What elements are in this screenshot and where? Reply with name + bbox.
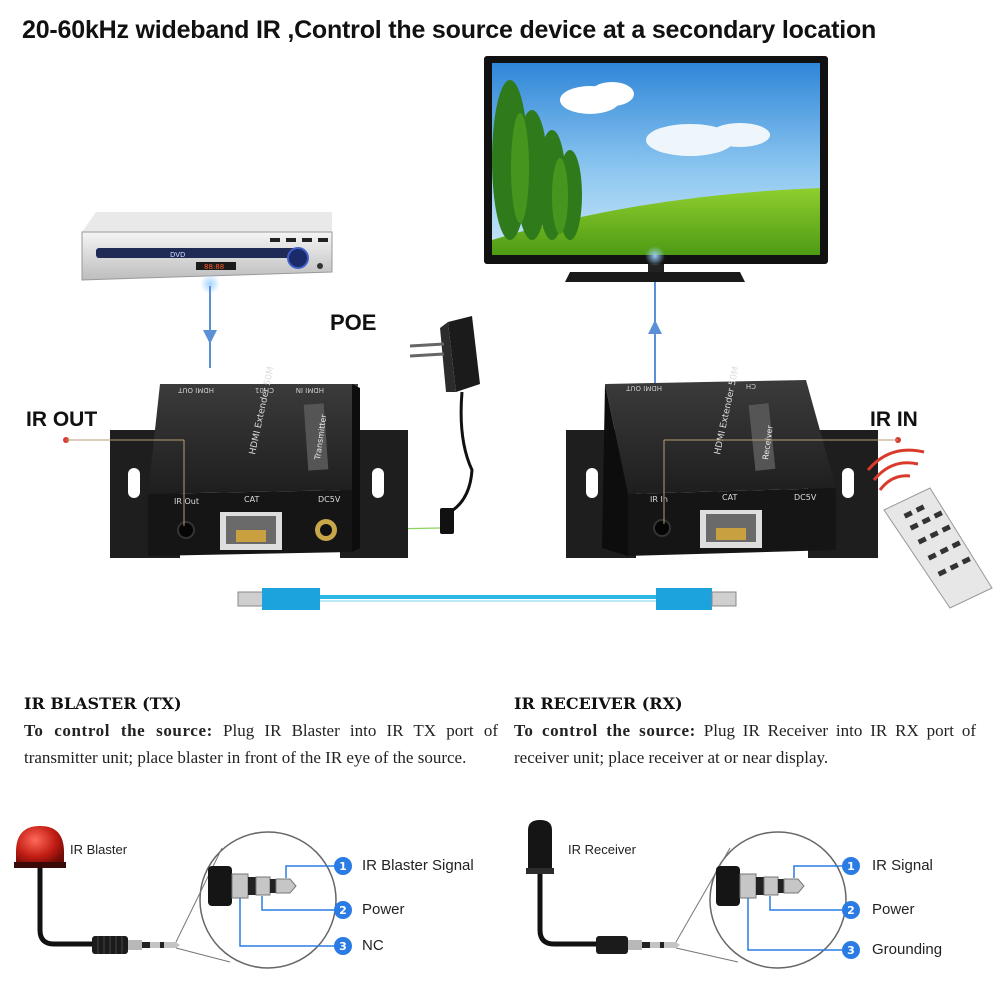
- receiver-unit: HDMI Extender 50M Receiver HDMI OUT CH I…: [566, 366, 878, 558]
- rx-port-cat-label: CAT: [722, 493, 737, 502]
- rx-port-ir-in-label: IR In: [650, 495, 668, 504]
- receiver-pin-3-number: 3: [847, 944, 855, 957]
- ir-out-label: IR OUT: [26, 408, 98, 431]
- receiver-lead: To control the source:: [514, 721, 696, 740]
- tx-port-ir-out-label: IR Out: [174, 497, 199, 506]
- blaster-pin-1-label: IR Blaster Signal: [362, 857, 474, 874]
- receiver-pin-3-label: Grounding: [872, 941, 943, 958]
- rx-top-port-0: HDMI OUT: [625, 384, 662, 392]
- ir-receiver-device: 1 2 3: [526, 820, 860, 969]
- receiver-body: Plug IR Receiver into IR RX port of rece…: [514, 721, 976, 767]
- receiver-description: To control the source: Plug IR Receiver …: [514, 717, 976, 771]
- ir-in-leader: [663, 437, 901, 524]
- dvd-to-tx-arrow: [203, 286, 217, 368]
- ir-receiver-device-label: IR Receiver: [568, 842, 636, 857]
- rx-top-port-1: CH: [746, 382, 756, 390]
- receiver-pin-2-number: 2: [847, 904, 855, 917]
- tx-top-port-1: CH01: [255, 386, 274, 394]
- receiver-pin-1-number: 1: [847, 860, 855, 873]
- ir-in-label: IR IN: [870, 408, 918, 431]
- tx-port-dc-label: DC5V: [318, 495, 341, 504]
- blaster-pin-3-label: NC: [362, 937, 384, 954]
- tx-port-cat-label: CAT: [244, 495, 259, 504]
- ir-blaster-device: 1 2 3: [14, 826, 352, 969]
- receiver-pin-1-label: IR Signal: [872, 857, 933, 874]
- rx-to-tv-arrow: [648, 282, 662, 384]
- blaster-pin-3-number: 3: [339, 940, 347, 953]
- tv-display: [484, 56, 828, 282]
- dvd-label: DVD: [170, 251, 185, 259]
- page-title: 20-60kHz wideband IR ,Control the source…: [22, 16, 877, 44]
- remote-control-icon: [866, 448, 993, 609]
- blaster-body: Plug IR Blaster into IR TX port of trans…: [24, 721, 498, 767]
- blaster-lead: To control the source:: [24, 721, 213, 740]
- blaster-description: To control the source: Plug IR Blaster i…: [24, 717, 498, 771]
- ir-blaster-device-label: IR Blaster: [70, 842, 128, 857]
- tx-top-port-2: HDMI IN: [296, 386, 324, 394]
- receiver-heading: IR RECEIVER (RX): [514, 694, 683, 713]
- blaster-pin-2-label: Power: [362, 901, 405, 918]
- svg-text:88:88: 88:88: [204, 263, 224, 271]
- blaster-pin-2-number: 2: [339, 904, 347, 917]
- network-cable: [237, 588, 737, 610]
- rx-port-dc-label: DC5V: [794, 493, 817, 502]
- blaster-heading: IR BLASTER (TX): [24, 694, 182, 713]
- ir-out-leader: [63, 437, 185, 526]
- receiver-pin-2-label: Power: [872, 901, 915, 918]
- blaster-pin-1-number: 1: [339, 860, 347, 873]
- poe-label: POE: [330, 310, 377, 335]
- transmitter-unit: HDMI Extender 50M Transmitter HDMI OUT C…: [110, 366, 408, 558]
- tx-top-port-0: HDMI OUT: [177, 386, 214, 394]
- dvd-player: 88:88 DVD: [81, 212, 333, 294]
